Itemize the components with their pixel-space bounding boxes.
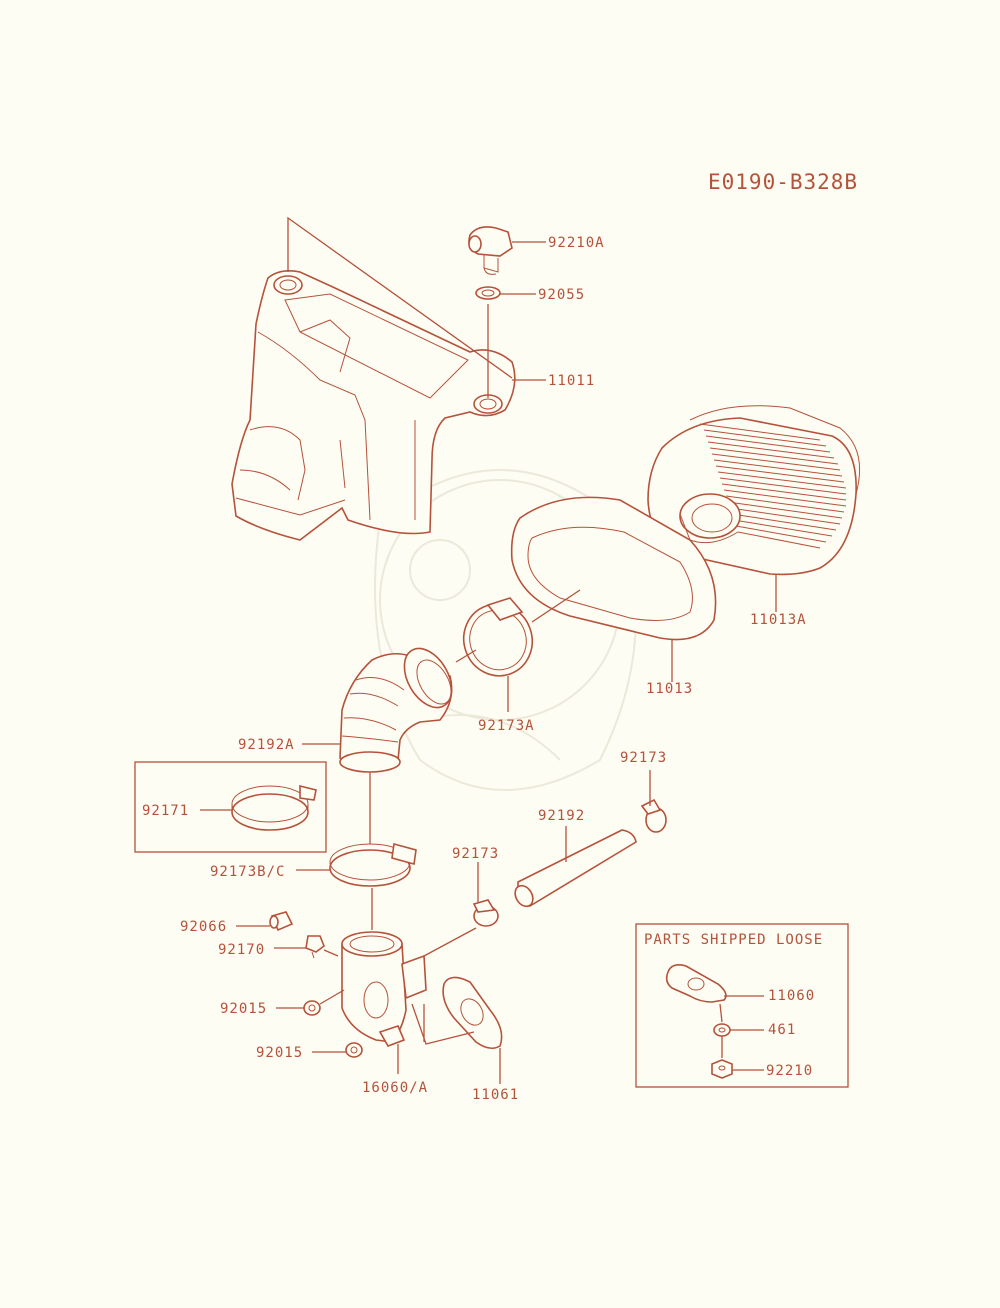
- label-92015-b[interactable]: 92015: [256, 1045, 303, 1061]
- label-11013A[interactable]: 11013A: [750, 612, 807, 628]
- breather-hose[interactable]: [512, 829, 637, 910]
- label-92192A[interactable]: 92192A: [238, 737, 295, 753]
- label-92171[interactable]: 92171: [142, 803, 189, 819]
- hose-clamp-92173B-C[interactable]: [329, 842, 417, 887]
- pre-cleaner[interactable]: [510, 496, 717, 641]
- label-461[interactable]: 461: [768, 1022, 796, 1038]
- part-number-labels: 92210A 92055 11011 11013A 11013 92173A 9…: [142, 235, 815, 1103]
- nut-92015-a[interactable]: [303, 1000, 321, 1016]
- diagram-code: E0190-B328B: [708, 170, 858, 194]
- washer[interactable]: [475, 286, 501, 300]
- label-92192[interactable]: 92192: [538, 808, 585, 824]
- label-92173-lower[interactable]: 92173: [452, 846, 499, 862]
- label-11061[interactable]: 11061: [472, 1087, 519, 1103]
- bolt-92170[interactable]: [305, 935, 325, 959]
- label-16060A[interactable]: 16060/A: [362, 1080, 428, 1096]
- label-92173-upper[interactable]: 92173: [620, 750, 667, 766]
- wing-bolt[interactable]: [468, 226, 513, 275]
- label-11011[interactable]: 11011: [548, 373, 595, 389]
- label-92055[interactable]: 92055: [538, 287, 585, 303]
- label-11060[interactable]: 11060: [768, 988, 815, 1004]
- loose-washer-461[interactable]: [713, 1023, 731, 1037]
- air-cleaner-cover[interactable]: [231, 270, 516, 541]
- small-clamp-upper[interactable]: [640, 798, 667, 833]
- leader-lines: [200, 216, 777, 1084]
- plug-92066[interactable]: [269, 911, 294, 932]
- nut-92015-b[interactable]: [345, 1042, 363, 1058]
- parts-shipped-loose-title: PARTS SHIPPED LOOSE: [644, 932, 823, 948]
- label-92210A[interactable]: 92210A: [548, 235, 605, 251]
- filter-pleats: [699, 423, 847, 549]
- intake-pipe[interactable]: [341, 931, 427, 1047]
- label-92066[interactable]: 92066: [180, 919, 227, 935]
- clamp-inset-frame: [134, 761, 327, 853]
- hose-clamp-92171[interactable]: [231, 784, 317, 831]
- label-92170[interactable]: 92170: [218, 942, 265, 958]
- intake-gasket[interactable]: [442, 976, 503, 1050]
- parts-shipped-loose-box: [635, 923, 849, 1088]
- loose-nut-92210[interactable]: [711, 1059, 733, 1079]
- label-11013[interactable]: 11013: [646, 681, 693, 697]
- label-92210[interactable]: 92210: [766, 1063, 813, 1079]
- loose-gasket-11060[interactable]: [665, 964, 727, 1003]
- label-92173A[interactable]: 92173A: [478, 718, 535, 734]
- label-92173B-C[interactable]: 92173B/C: [210, 864, 285, 880]
- elbow-duct[interactable]: [339, 640, 461, 773]
- label-92015-a[interactable]: 92015: [220, 1001, 267, 1017]
- hose-clamp-92173A[interactable]: [454, 595, 543, 686]
- small-clamp-lower[interactable]: [472, 899, 499, 927]
